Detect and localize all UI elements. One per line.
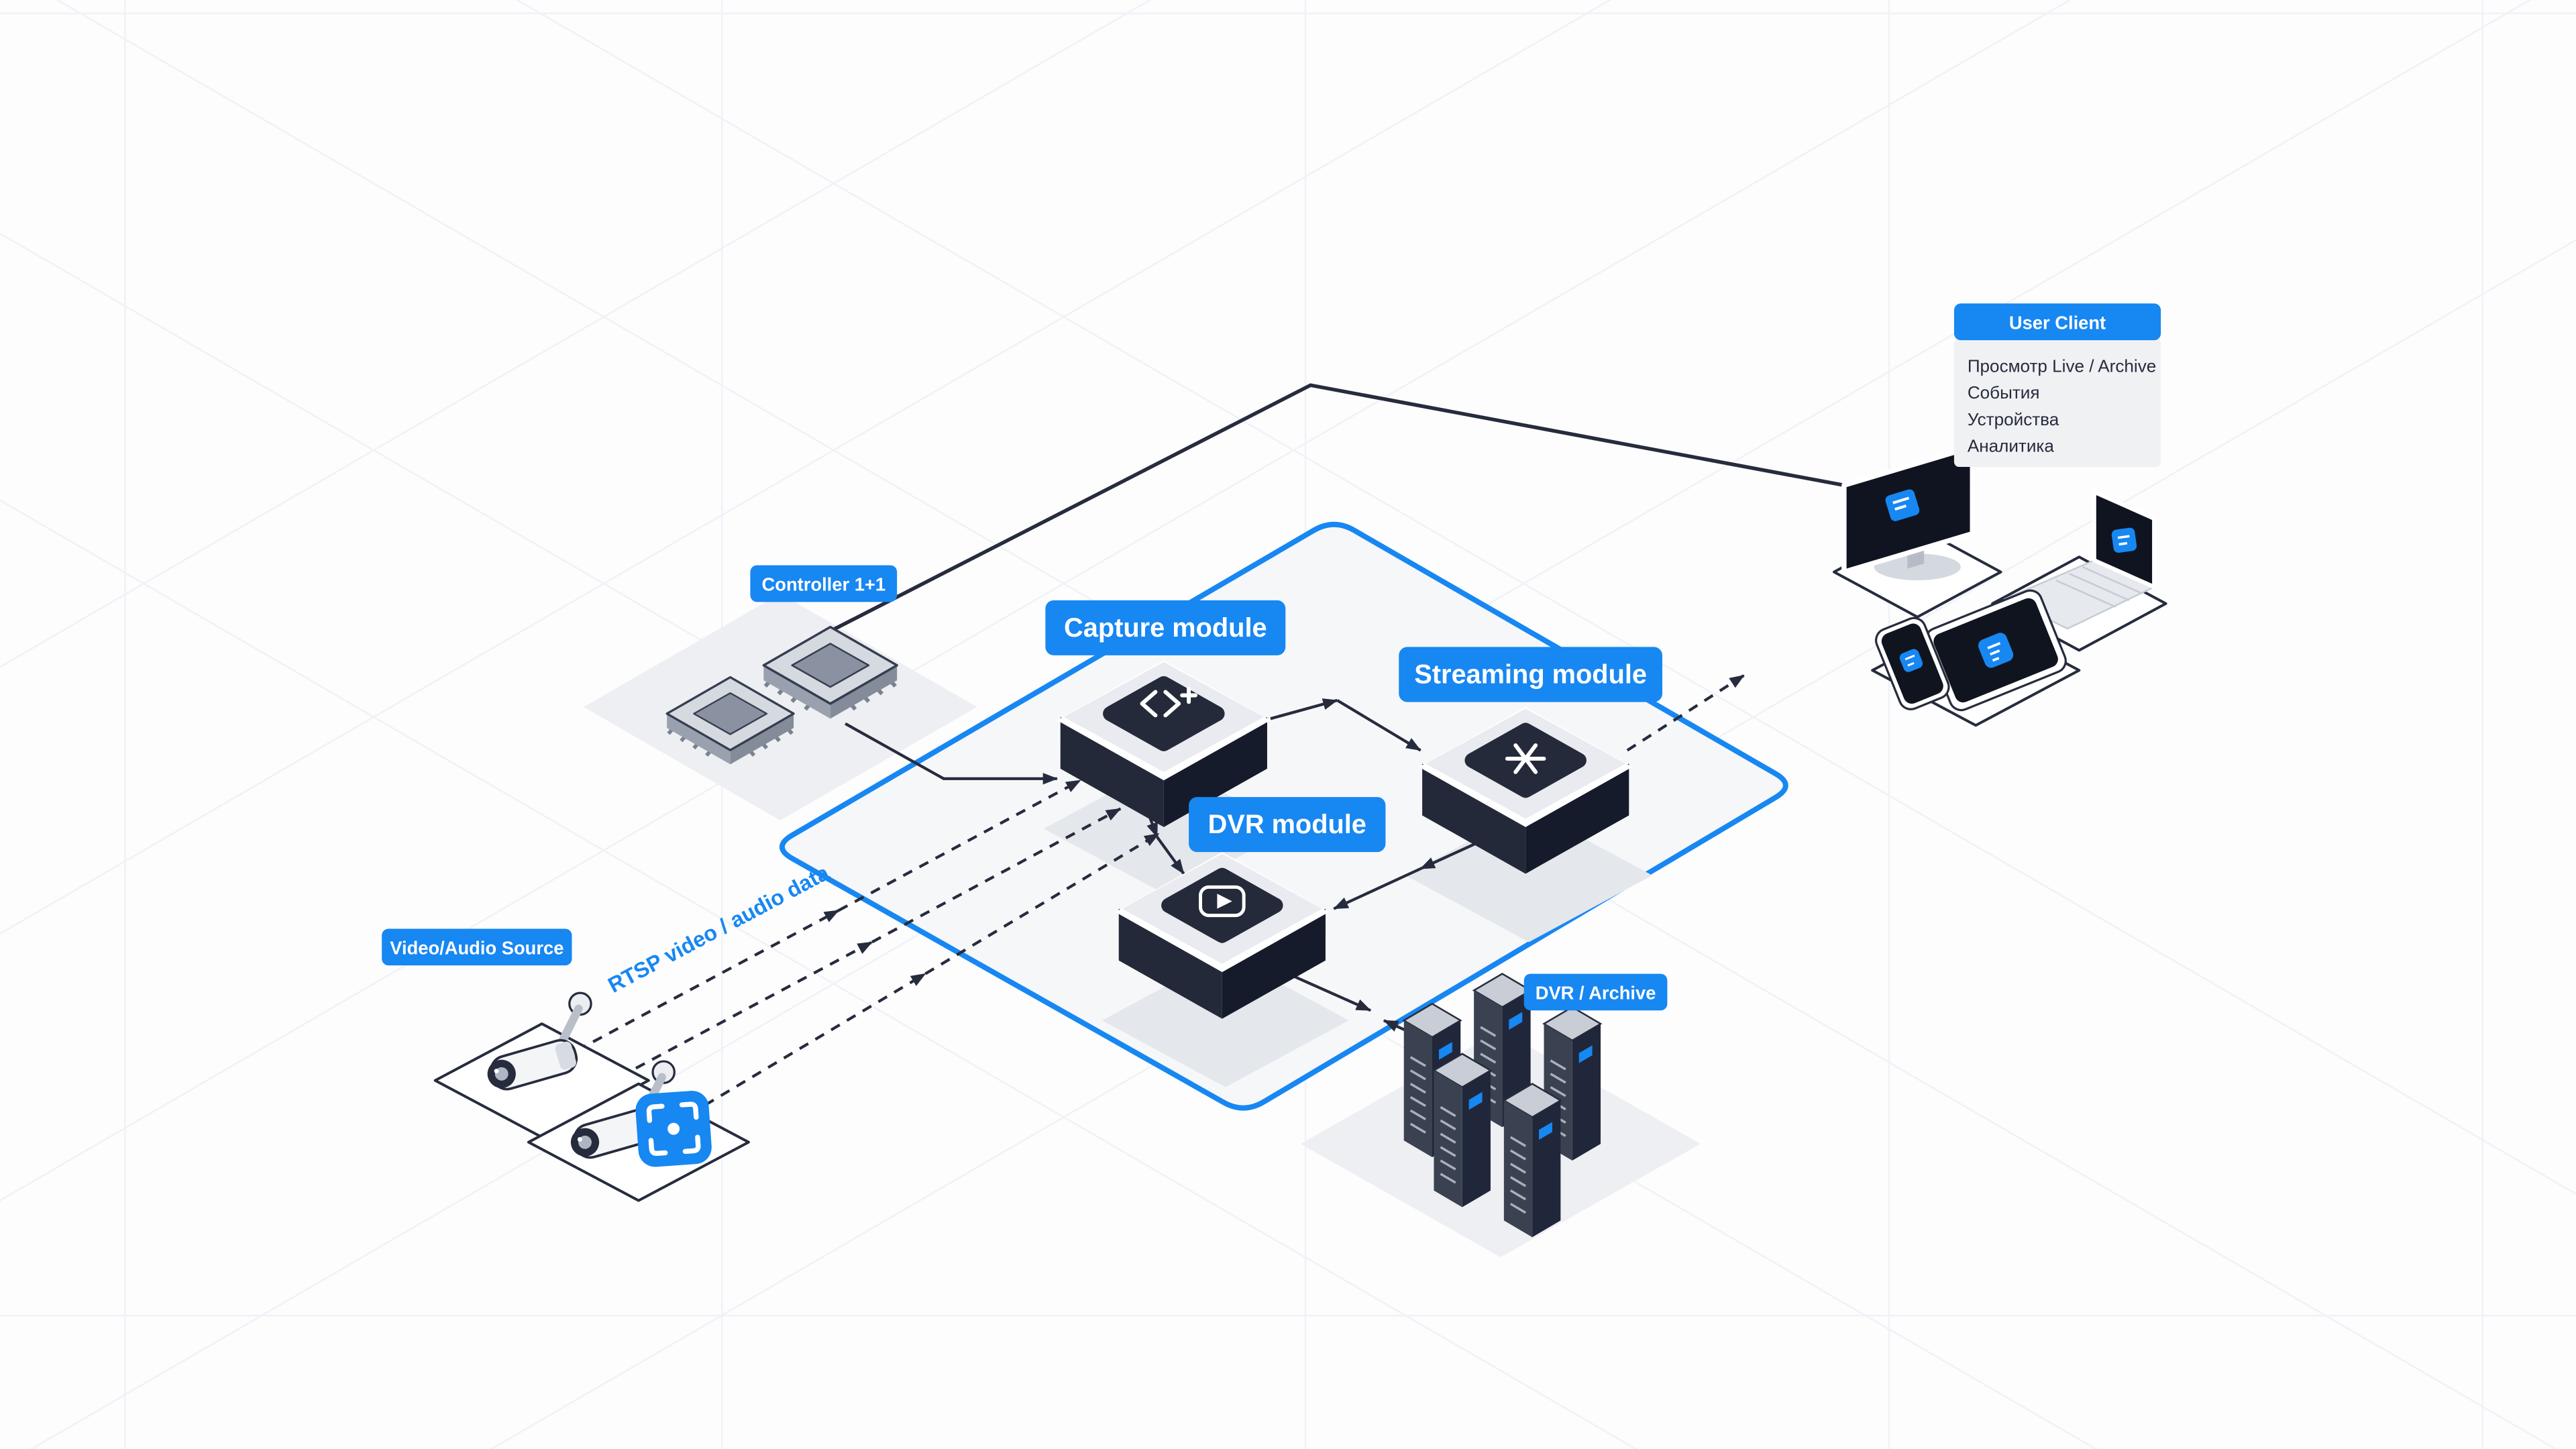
server-platform <box>1300 1030 1701 1258</box>
user-client-menu-item: События <box>1968 382 2040 402</box>
streaming-module-illustration <box>1419 707 1632 874</box>
play-icon <box>1199 885 1246 918</box>
app-window-icon <box>1885 489 1920 521</box>
capture-to-dvr-line-b <box>1156 836 1185 875</box>
monitor-illustration <box>1832 444 2002 619</box>
mobile-devices-illustration <box>1871 589 2081 727</box>
streaming-module-shadow <box>1405 808 1653 943</box>
camera1-rtsp-line-b <box>838 779 1081 912</box>
dvr-module-badge: DVR module <box>1189 797 1386 853</box>
badges: Controller 1+1 Capture module Streaming … <box>382 565 1668 1011</box>
phone-screen <box>1874 616 1950 710</box>
controller-badge: Controller 1+1 <box>750 565 898 602</box>
video-source-badge: Video/Audio Source <box>382 928 572 966</box>
user-client-badge <box>1953 303 2161 341</box>
user-client-menu-background <box>1953 338 2161 467</box>
tablet-screen <box>1925 589 2067 712</box>
user-client-badge-label: User Client <box>2009 313 2106 333</box>
capture-to-streaming-line-a <box>1270 698 1338 720</box>
dvr-module-illustration <box>1116 852 1329 1019</box>
archive-badge-label: DVR / Archive <box>1536 983 1656 1004</box>
streaming-module-badge: Streaming module <box>1399 647 1662 702</box>
dvr-module-shadow <box>1102 953 1349 1087</box>
user-client-menu-item: Просмотр Live / Archive <box>1968 356 2156 376</box>
camera2-rtsp-line-a <box>602 941 873 1087</box>
camera1-rtsp-line-a <box>576 909 840 1052</box>
object-detection-icon <box>635 1091 712 1167</box>
user-client-menu-item: Устройства <box>1968 409 2059 429</box>
capture-badge-label: Capture module <box>1064 613 1267 643</box>
video-source-illustration <box>433 993 750 1202</box>
camera3-rtsp-line-a <box>673 972 926 1126</box>
user-client-menu-item: Аналитика <box>1968 436 2055 456</box>
system-to-userclient-line <box>828 383 1845 634</box>
capture-module-illustration <box>1057 660 1271 827</box>
capture-module-badge: Capture module <box>1045 600 1286 655</box>
app-window-icon <box>1978 633 2014 668</box>
crop-frame-icon <box>1140 686 1198 718</box>
controller-badge-label: Controller 1+1 <box>762 574 886 595</box>
rtsp-edge-label: RTSP video / audio data <box>604 860 833 998</box>
camera3-rtsp-line-b <box>924 832 1160 975</box>
source-badge-label: Video/Audio Source <box>390 938 564 959</box>
capture-to-streaming-line-b <box>1336 699 1421 752</box>
streaming-to-devices-line <box>1626 674 1745 752</box>
asterisk-icon <box>1505 743 1546 774</box>
dvr-archive-badge: DVR / Archive <box>1523 973 1668 1011</box>
app-window-icon <box>2111 527 2137 553</box>
streaming-to-dvr-line-b <box>1333 867 1421 910</box>
controller-to-capture-line <box>845 722 1059 785</box>
streaming-badge-label: Streaming module <box>1414 659 1647 689</box>
connectors <box>576 383 1845 1126</box>
dvr-badge-label: DVR module <box>1208 810 1366 839</box>
app-window-icon <box>1899 649 1923 672</box>
user-client-panel: User Client Просмотр Live / Archive Собы… <box>1953 303 2161 467</box>
